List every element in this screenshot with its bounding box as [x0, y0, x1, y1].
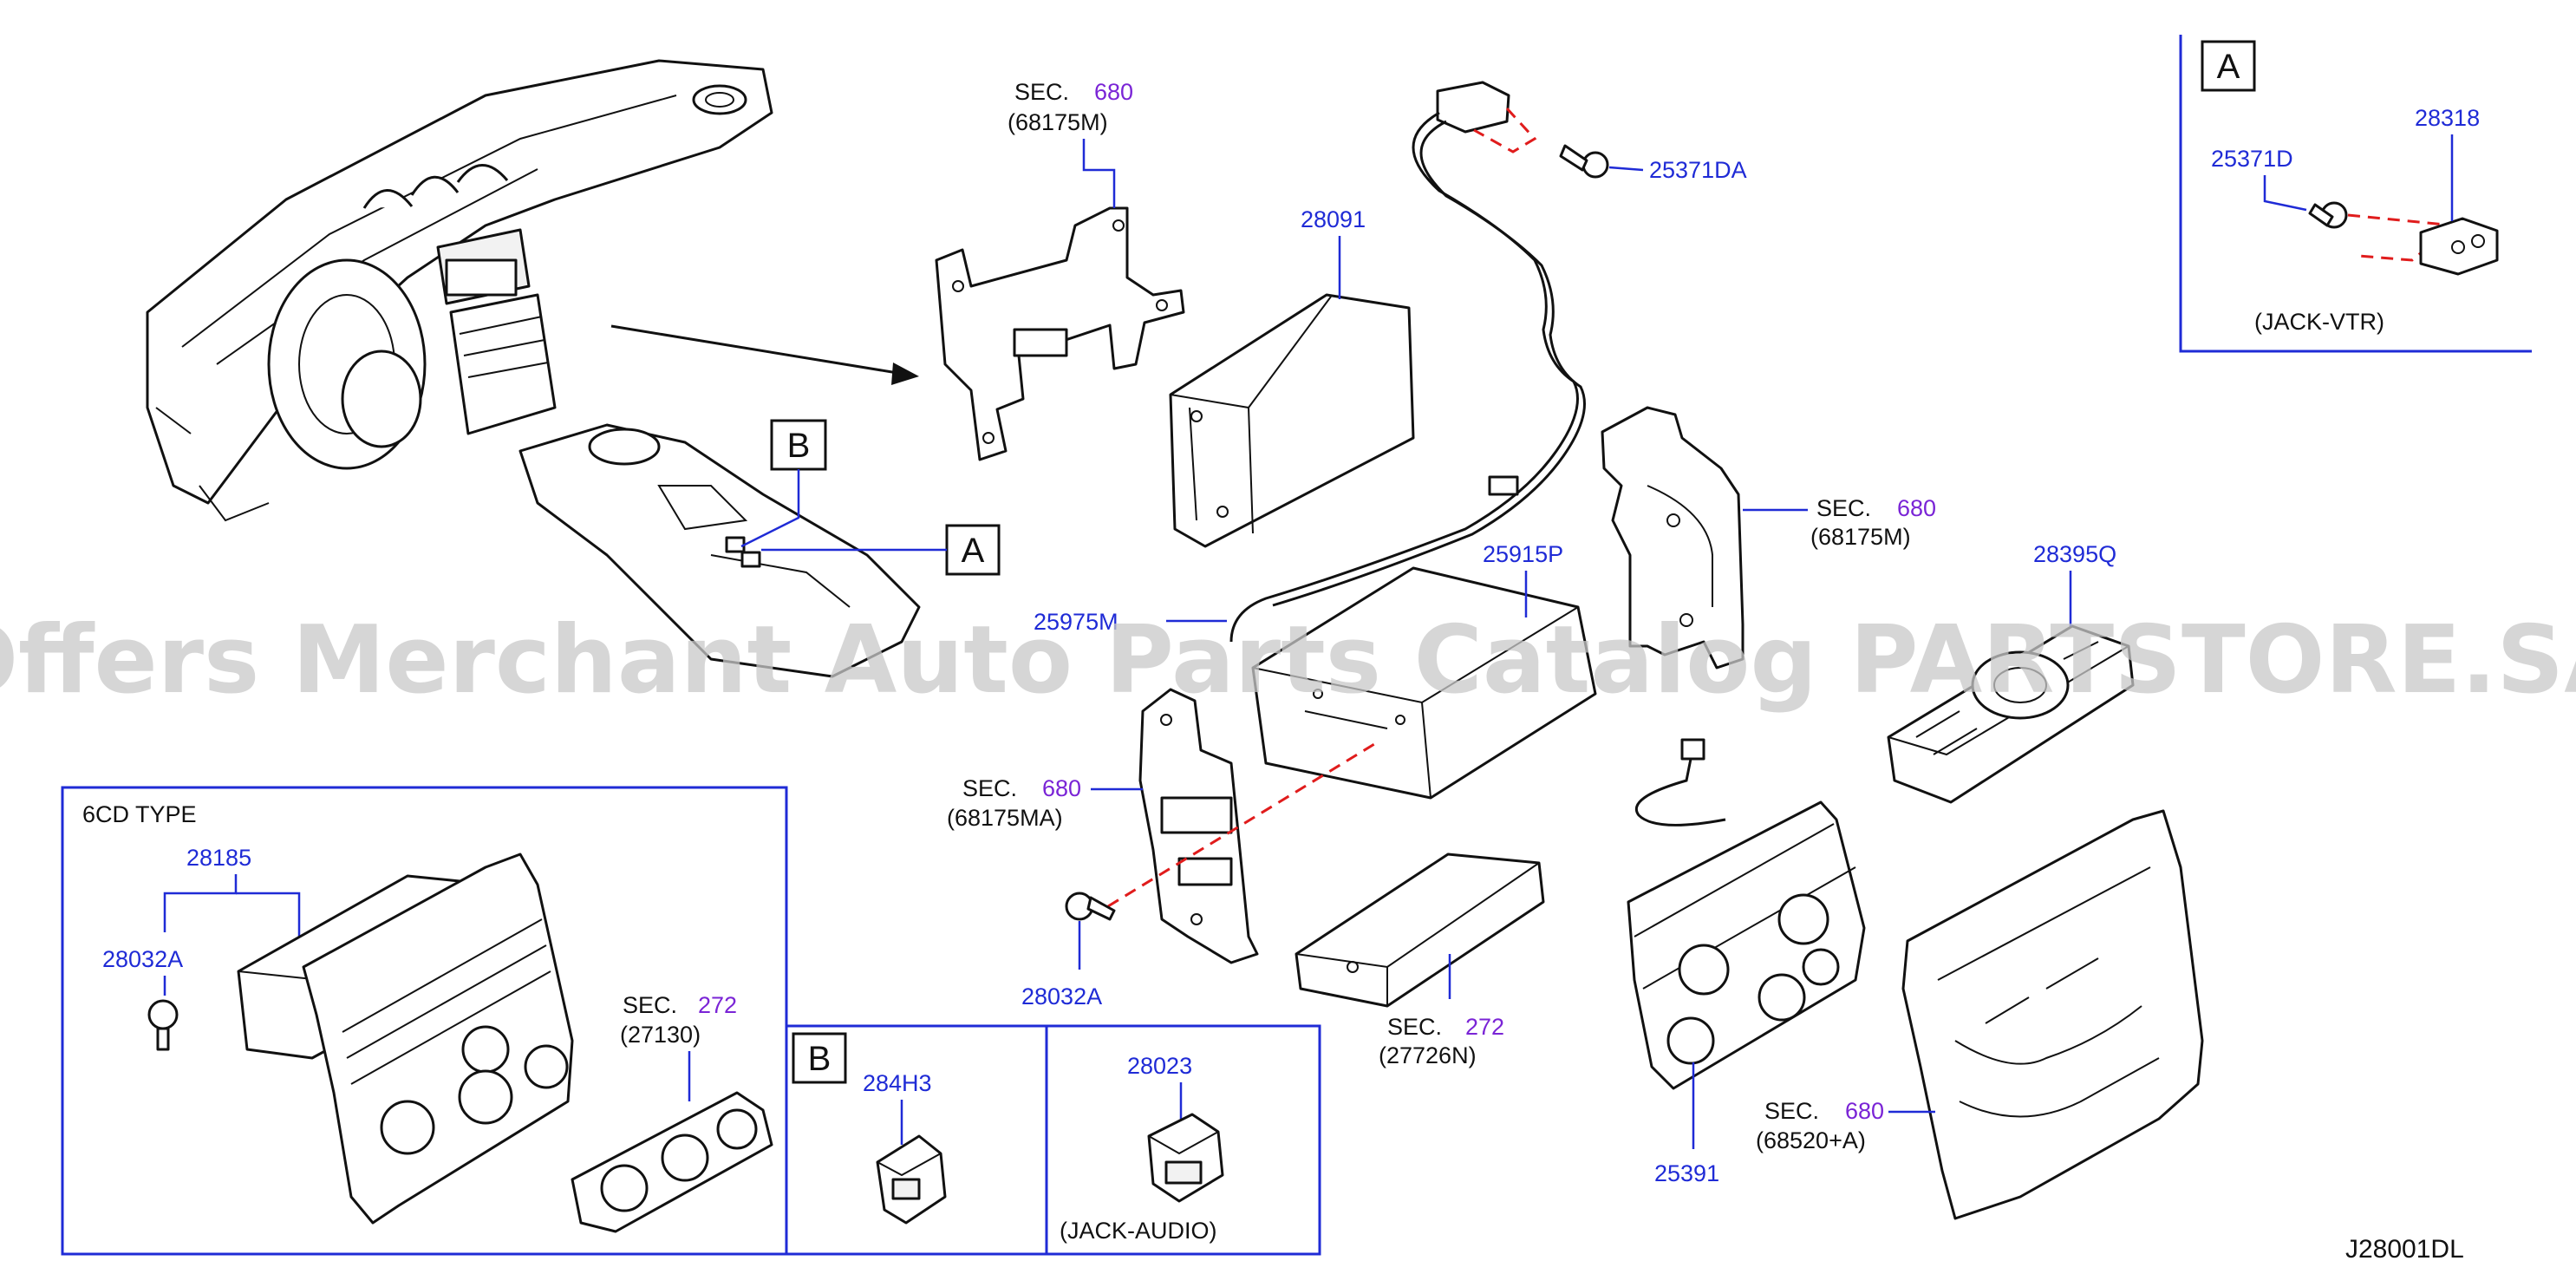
sec-word: SEC.	[1387, 1014, 1442, 1040]
climate-control-25391	[1627, 738, 1866, 1090]
label-28395Q: 28395Q	[2033, 541, 2116, 626]
part-number: 25915P	[1483, 541, 1563, 567]
head-unit-25915P	[1251, 566, 1597, 800]
display-unit-28091	[1169, 293, 1415, 548]
inset-b-frame: B	[785, 1024, 1321, 1256]
bracket-left-lower	[1138, 688, 1259, 964]
screw-25371DA	[1473, 107, 1609, 179]
part-number: 25371D	[2211, 146, 2293, 172]
section-number: 272	[1465, 1014, 1504, 1040]
screw-28032A-inset	[147, 999, 179, 1051]
callout-c6: SEC. 680 (68520+A)	[1756, 1098, 1935, 1153]
section-ref: (68175M)	[1008, 109, 1108, 135]
section-ref: (68175M)	[1810, 524, 1911, 550]
section-number: 680	[1897, 495, 1936, 521]
inset-a-letter: A	[2217, 48, 2240, 86]
part-number: 284H3	[863, 1070, 932, 1096]
cable-harness-25975M	[1229, 81, 1586, 643]
sec-word: SEC.	[623, 992, 677, 1018]
part-number: 28185	[186, 845, 251, 871]
inset-a-frame: A	[2179, 35, 2532, 353]
label-28318: 28318	[2415, 105, 2480, 221]
label-25391: 25391	[1654, 1062, 1719, 1186]
section-ref: (27130)	[620, 1022, 701, 1048]
label-25975M: 25975M	[1034, 609, 1227, 635]
part-number: 28395Q	[2033, 541, 2116, 567]
label-25371DA: 25371DA	[1608, 157, 1747, 183]
label-28032A-main: 28032A	[1021, 921, 1102, 1009]
watermark: Offers Merchant Auto Parts Catalog PARTS…	[0, 606, 2576, 715]
callout-c2: SEC. 680 (68175M)	[1743, 495, 1936, 550]
part-number: 28032A	[102, 946, 183, 972]
label-25915P: 25915P	[1483, 541, 1563, 617]
label-25371D: 25371D	[2211, 146, 2307, 212]
part-number: 28023	[1127, 1053, 1192, 1079]
cd-changer-28185	[237, 853, 574, 1225]
callout-c5: SEC. 272 (27726N)	[1379, 954, 1504, 1068]
label-28032A-inset: 28032A	[102, 946, 183, 996]
section-number: 680	[1042, 775, 1081, 801]
sec-word: SEC.	[1764, 1098, 1819, 1124]
callout-c1: SEC. 680 (68175M)	[1008, 79, 1133, 208]
section-number: 272	[698, 992, 737, 1018]
inset-6cd-frame	[61, 786, 788, 1256]
finisher-panel	[1901, 809, 2204, 1220]
box-b-letter: B	[787, 427, 811, 465]
six-cd-type-caption: 6CD TYPE	[82, 801, 197, 827]
dashboard-overview-illustration	[146, 59, 921, 678]
sec-word: SEC.	[1014, 79, 1069, 105]
section-number: 680	[1845, 1098, 1884, 1124]
module-sec-272	[1295, 853, 1545, 1008]
label-28023: 28023	[1127, 1053, 1192, 1120]
sec-word: SEC.	[962, 775, 1017, 801]
box-a-callout: A	[761, 524, 1001, 576]
label-284H3: 284H3	[863, 1070, 932, 1145]
jack-vtr-caption: (JACK-VTR)	[2254, 309, 2384, 335]
callout-c3: SEC. 680 (68175MA)	[947, 775, 1143, 831]
inset-b-letter: B	[808, 1040, 831, 1078]
sec-word: SEC.	[1816, 495, 1871, 521]
callout-c4: SEC. 272 (27130)	[620, 992, 737, 1101]
part-number: 28318	[2415, 105, 2480, 131]
controller-28395Q	[1887, 624, 2135, 804]
jack-audio-caption: (JACK-AUDIO)	[1060, 1218, 1217, 1244]
screw-28032A	[1065, 740, 1379, 921]
pointer-arrow	[610, 324, 919, 385]
switch-284H3	[876, 1134, 947, 1225]
section-ref: (27726N)	[1379, 1042, 1477, 1068]
section-ref: (68520+A)	[1756, 1127, 1866, 1153]
hvac-control-sec-272	[571, 1091, 773, 1233]
part-number: 28032A	[1021, 983, 1102, 1009]
part-number: 25391	[1654, 1160, 1719, 1186]
part-number: 25975M	[1034, 609, 1118, 635]
label-28185: 28185	[163, 845, 301, 937]
section-number: 680	[1094, 79, 1133, 105]
diagram-code: J28001DL	[2345, 1235, 2464, 1264]
part-number: 28091	[1301, 206, 1366, 232]
bracket-right-upper	[1601, 406, 1745, 670]
section-ref: (68175MA)	[947, 805, 1063, 831]
box-b-callout: B	[740, 419, 827, 548]
inset-a-jack-vtr	[2308, 201, 2499, 276]
box-a-letter: A	[962, 532, 985, 570]
label-28091: 28091	[1301, 206, 1366, 299]
part-number: 25371DA	[1649, 157, 1747, 183]
bracket-upper-left	[935, 206, 1185, 461]
jack-audio-28023	[1147, 1113, 1224, 1203]
